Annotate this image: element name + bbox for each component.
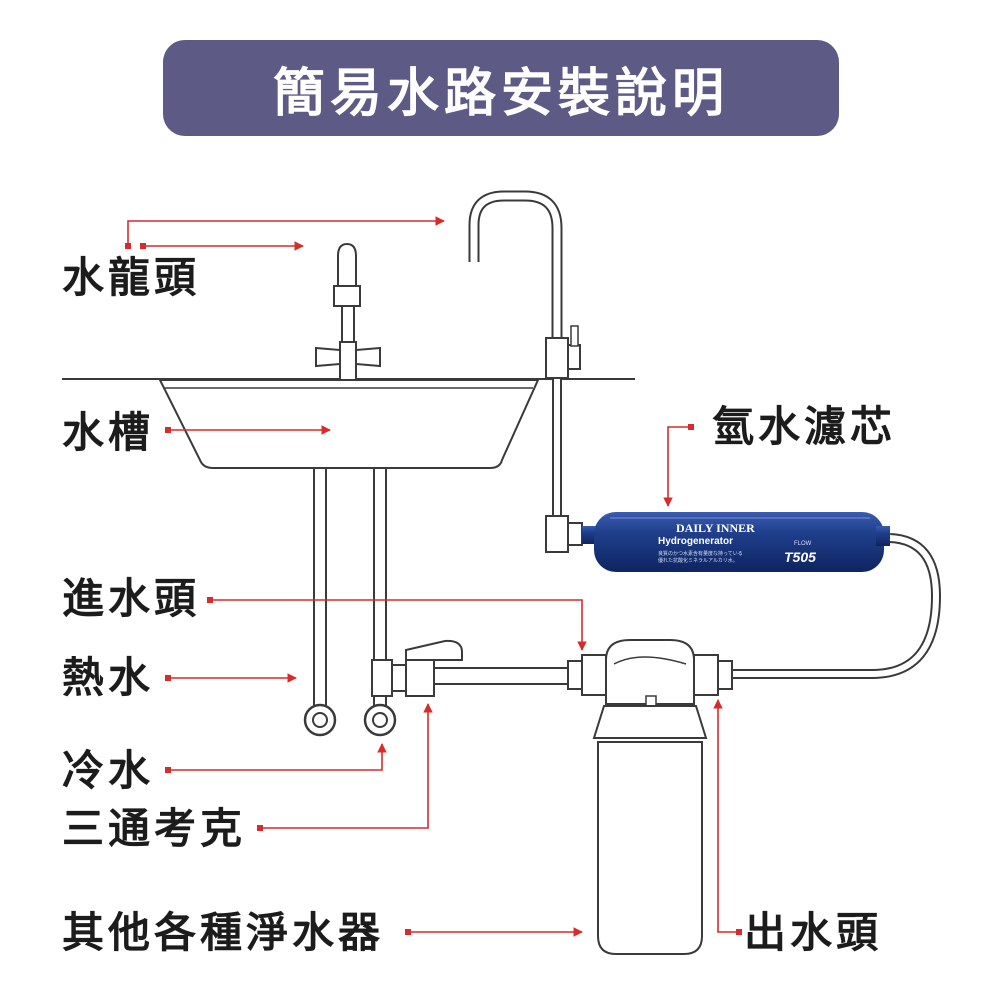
title-banner: 簡易水路安裝說明 bbox=[163, 40, 839, 136]
label-sink: 水槽 bbox=[62, 408, 155, 457]
label-faucet: 水龍頭 bbox=[62, 253, 201, 302]
cold-water-pipe bbox=[363, 467, 397, 737]
leader-outlet bbox=[713, 699, 738, 933]
cartridge-fine-print-1: 良質のかつ水素含有量度な持っている bbox=[658, 550, 743, 557]
page-title: 簡易水路安裝說明 bbox=[272, 63, 729, 124]
sink-faucet bbox=[315, 242, 381, 381]
hot-water-pipe bbox=[303, 467, 337, 737]
label-cold-water: 冷水 bbox=[62, 746, 155, 795]
cartridge-flow: FLOW bbox=[794, 541, 812, 547]
leader-filter bbox=[663, 426, 690, 507]
leader-cold-water bbox=[168, 743, 387, 771]
leader-tee-valve bbox=[260, 703, 433, 829]
cartridge-product: Hydrogenerator bbox=[658, 536, 733, 547]
cartridge-fine-print-2: 優れた抗酸化ミネラルアルカリ水。 bbox=[658, 557, 738, 564]
tee-valve bbox=[371, 639, 569, 697]
water-purifier bbox=[567, 639, 733, 955]
label-outlet: 出水頭 bbox=[744, 908, 883, 957]
label-inlet: 進水頭 bbox=[62, 574, 201, 623]
leader-faucet-gooseneck bbox=[127, 216, 445, 246]
cartridge-brand: DAILY INNER bbox=[676, 521, 755, 535]
label-hot-water: 熱水 bbox=[62, 653, 155, 702]
label-other-purifier: 其他各種淨水器 bbox=[62, 908, 385, 957]
leader-inlet bbox=[210, 599, 587, 651]
leader-dots bbox=[125, 243, 742, 935]
label-tee-valve: 三通考克 bbox=[62, 804, 247, 853]
gooseneck-faucet bbox=[468, 190, 583, 553]
hydrogen-filter-cartridge bbox=[582, 512, 890, 572]
cartridge-model: T505 bbox=[784, 549, 816, 565]
leader-lines bbox=[127, 216, 738, 937]
label-filter: 氫水濾芯 bbox=[712, 402, 897, 451]
sink-basin bbox=[158, 379, 540, 469]
